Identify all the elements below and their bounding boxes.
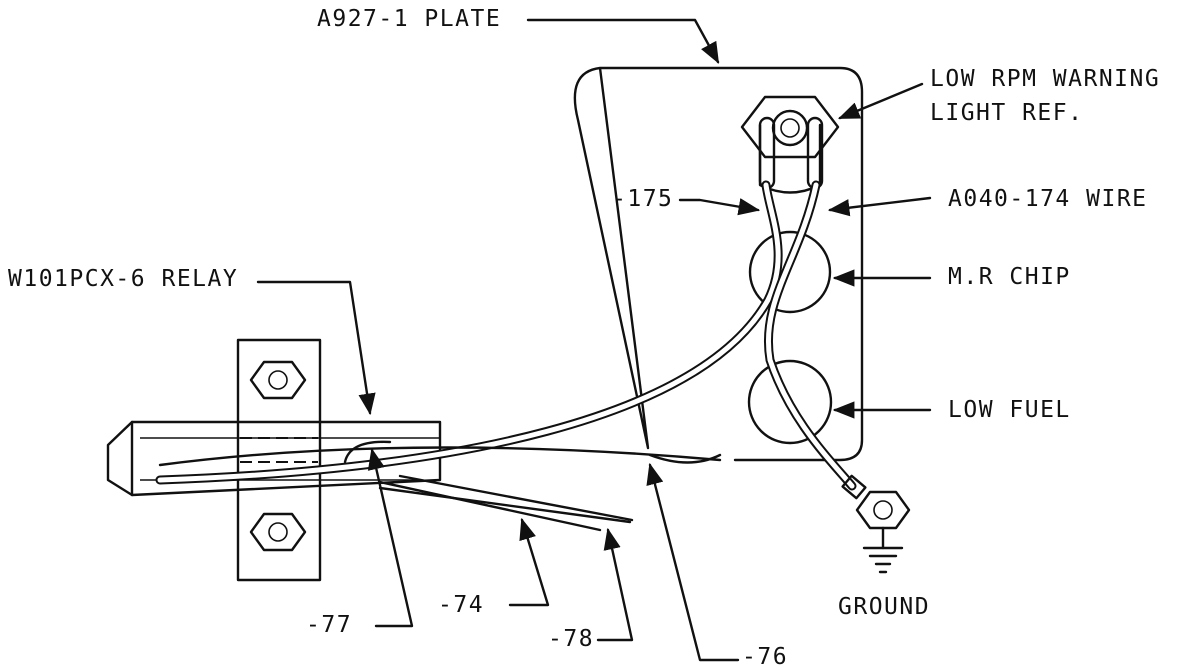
relay-label: W101PCX-6 RELAY	[8, 266, 239, 292]
warning-light-label-line2: LIGHT REF.	[930, 100, 1084, 126]
part-77-label: -77	[306, 612, 353, 638]
mr-chip-label: M.R CHIP	[948, 264, 1071, 290]
wires	[155, 180, 857, 532]
relay	[106, 338, 442, 582]
ground-terminal	[841, 474, 911, 574]
part-74-label: -74	[438, 592, 485, 618]
low-fuel-light	[747, 359, 833, 445]
wire-label: A040-174 WIRE	[948, 186, 1148, 212]
mounting-plate	[573, 66, 864, 462]
low-fuel-label: LOW FUEL	[948, 397, 1071, 423]
part-78-label: -78	[548, 626, 595, 652]
warning-light-label-line1: LOW RPM WARNING	[930, 66, 1161, 92]
plate-label: A927-1 PLATE	[317, 6, 502, 32]
mr-chip-light	[748, 230, 832, 314]
part-175-label: -175	[612, 186, 674, 212]
ground-label: GROUND	[838, 594, 931, 620]
warning-light	[740, 95, 840, 194]
leader-lines	[256, 18, 932, 662]
part-76-label: -76	[742, 644, 789, 670]
